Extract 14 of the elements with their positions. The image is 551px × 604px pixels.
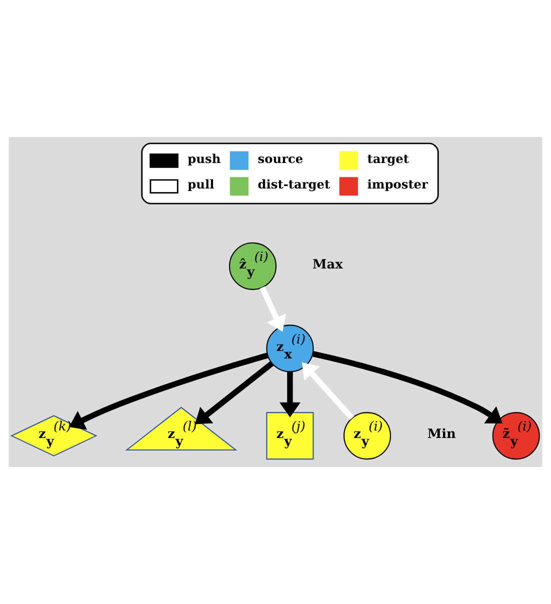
legend-label: target xyxy=(367,152,410,166)
arrow xyxy=(68,352,268,430)
legend-label: imposter xyxy=(367,178,428,192)
arrow xyxy=(260,286,286,332)
arrow xyxy=(312,350,502,424)
arrow xyxy=(279,372,300,418)
arrow xyxy=(194,361,274,424)
label: Min xyxy=(427,427,456,442)
legend-label: pull xyxy=(188,178,214,192)
legend-label: push xyxy=(188,152,221,166)
legend-label: dist-target xyxy=(258,178,330,192)
legend-label: source xyxy=(258,152,304,166)
arrow xyxy=(302,362,354,420)
label: Max xyxy=(312,258,343,273)
